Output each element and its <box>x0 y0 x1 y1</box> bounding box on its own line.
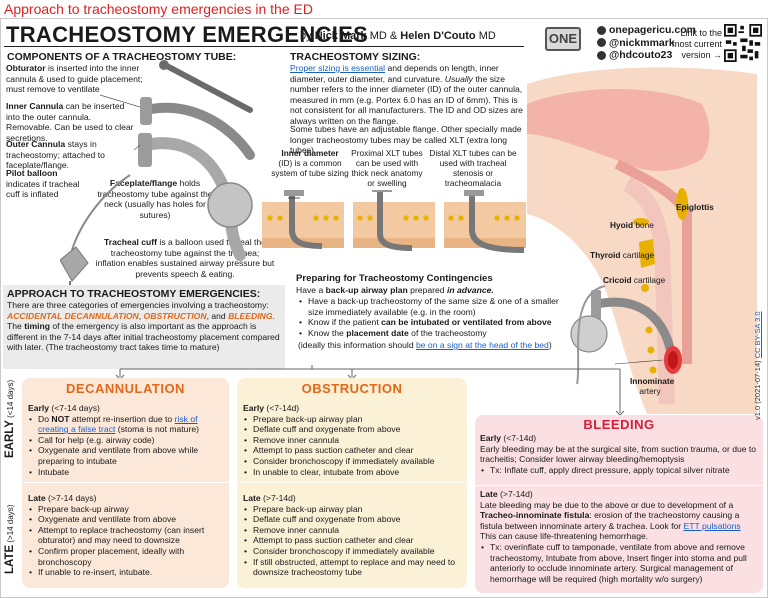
twitter-icon <box>597 38 606 48</box>
sizing-link[interactable]: Proper sizing is essential <box>290 63 386 73</box>
phase-divider <box>475 485 763 486</box>
epiglottis-label: Epiglottis <box>676 202 714 212</box>
social-links: onepagericu.com @nickmmark @hdcouto23 <box>597 24 696 62</box>
list-item: Oxygenate and ventilate from above <box>28 514 224 525</box>
list-item: Attempt to replace tracheostomy (can ins… <box>28 525 224 546</box>
decannulation-title: DECANNULATION <box>66 381 185 396</box>
list-item: Tx: overinflate cuff to tamponade, venti… <box>480 542 760 584</box>
phase-heading: Early (<7-14d) <box>243 403 300 413</box>
list-item: In unable to clear, intubate from above <box>243 467 463 478</box>
preparing-list: Have a back-up tracheostomy of the same … <box>298 296 566 338</box>
false-tract-link[interactable]: risk of creating a false tract <box>38 413 198 435</box>
obstruction-early: Early (<7-14d) Prepare back-up airway pl… <box>243 403 463 477</box>
list-item: Remove inner cannula <box>243 435 463 446</box>
title-divider <box>4 46 524 47</box>
components-heading: COMPONENTS OF A TRACHEOSTOMY TUBE: <box>7 51 237 63</box>
cricoid-label: Cricoid cartilage <box>603 275 666 285</box>
bleeding-early: Early (<7-14d) Early bleeding may be at … <box>480 433 760 475</box>
sizing-heading: TRACHEOSTOMY SIZING: <box>290 51 421 63</box>
list-item: Know the placement date of the tracheost… <box>298 328 566 339</box>
list-item: Prepare back-up airway <box>28 504 224 515</box>
list-item: Attempt to pass suction catheter and cle… <box>243 535 463 546</box>
obturator-desc: Obturator is inserted into the inner can… <box>6 63 143 95</box>
qr-code-icon[interactable] <box>724 24 762 62</box>
sign-link[interactable]: be on a sign at the head of the bed <box>415 340 549 350</box>
bleeding-title: BLEEDING <box>583 417 655 432</box>
page-heading: Approach to tracheostomy emergencies in … <box>4 1 313 17</box>
author-name: Helen D'Couto <box>400 30 476 42</box>
faceplate-desc: Faceplate/flange holds tracheostomy tube… <box>97 178 213 220</box>
early-phase-label: EARLY (<14 days) <box>4 379 16 458</box>
distal-xlt-panel <box>444 190 526 253</box>
preparing-intro: Have a back-up airway plan prepared in a… <box>296 285 494 295</box>
obstruction-late: Late (>7-14d) Prepare back-up airway pla… <box>243 493 463 578</box>
phase-heading: Late (>7-14d) <box>480 489 533 499</box>
phase-heading: Late (>7-14d) <box>243 493 296 503</box>
version-link-note: Link to the most current version → <box>672 28 723 60</box>
list-item: Confirm proper placement, ideally with b… <box>28 546 224 567</box>
list-item: Consider bronchoscopy if immediately ava… <box>243 546 463 557</box>
list-item: Do NOT attempt re-insertion due to risk … <box>28 414 224 435</box>
preparing-heading: Preparing for Tracheostomy Contingencies <box>296 273 493 284</box>
thyroid-label: Thyroid cartilage <box>590 250 655 260</box>
phase-heading: Early (<7-14d) <box>480 433 537 443</box>
obstruction-title: OBSTRUCTION <box>301 381 403 396</box>
list-item: Remove inner cannula <box>243 525 463 536</box>
list-item: If unable to re-insert, intubate. <box>28 567 224 578</box>
twitter-link[interactable]: @nickmmark <box>597 37 696 50</box>
license-link[interactable]: CC BY-SA 3.0 <box>753 311 762 359</box>
list-item: Tx: Inflate cuff, apply direct pressure,… <box>480 465 760 476</box>
onepage-logo: ONE <box>545 27 581 51</box>
phase-heading: Late (>7-14 days) <box>28 493 97 503</box>
list-item: Deflate cuff and oxygenate from above <box>243 514 463 525</box>
phase-heading: Early (<7-14 days) <box>28 403 100 413</box>
decannulation-early: Early (<7-14 days) Do NOT attempt re-ins… <box>28 403 224 477</box>
list-item: Oxygenate and ventilate from above while… <box>28 445 224 466</box>
list-item: Attempt to pass suction catheter and cle… <box>243 445 463 456</box>
phase-divider <box>22 482 229 483</box>
list-item: Intubate <box>28 467 224 478</box>
globe-icon <box>597 25 606 35</box>
sign-note: (ideally this information should be on a… <box>298 340 552 350</box>
proximal-xlt-panel <box>353 190 435 251</box>
inner-cannula-desc: Inner Cannula can be inserted into the o… <box>6 101 134 143</box>
bleeding-late: Late (>7-14d) Late bleeding may be due t… <box>480 489 760 584</box>
main-title: TRACHEOSTOMY EMERGENCIES <box>6 22 369 47</box>
airway-anatomy-illustration <box>527 67 757 414</box>
inner-diameter-label: Inner diameter(ID) is a common system of… <box>271 148 349 178</box>
list-item: Deflate cuff and oxygenate from above <box>243 424 463 435</box>
license-note: v1.0 (2021-07-14) CC BY-SA 3.0 <box>753 311 762 420</box>
twitter-link[interactable]: @hdcouto23 <box>597 49 696 62</box>
sizing-paragraph: Proper sizing is essential and depends o… <box>290 63 523 126</box>
author-name: Nick Mark <box>314 30 367 42</box>
pilot-balloon-desc: Pilot balloon indicates if tracheal cuff… <box>6 168 80 200</box>
ett-pulsations-link[interactable]: ETT pulsations <box>683 520 741 531</box>
approach-text: There are three categories of emergencie… <box>7 300 280 353</box>
list-item: Prepare back-up airway plan <box>243 504 463 515</box>
tube-sizing-panels <box>262 190 526 253</box>
list-item: Consider bronchoscopy if immediately ava… <box>243 456 463 467</box>
author-line: by Nick Mark MD & Helen D'Couto MD <box>300 30 496 42</box>
list-item: If still obstructed, attempt to replace … <box>243 557 463 578</box>
approach-heading: APPROACH TO TRACHEOSTOMY EMERGENCIES: <box>7 288 261 300</box>
inner-diameter-panel <box>262 190 344 249</box>
outer-cannula-desc: Outer Cannula stays in tracheostomy; att… <box>6 139 105 171</box>
phase-divider <box>237 482 467 483</box>
late-phase-label: LATE (>14 days) <box>4 504 16 574</box>
list-item: Prepare back-up airway plan <box>243 414 463 425</box>
list-item: Have a back-up tracheostomy of the same … <box>298 296 566 317</box>
xlt-paragraph: Some tubes have an adjustable flange. Ot… <box>290 124 522 156</box>
twitter-icon <box>597 50 606 60</box>
decannulation-late: Late (>7-14 days) Prepare back-up airway… <box>28 493 224 578</box>
distal-xlt-label: Distal XLT tubes can be used with trache… <box>429 148 517 188</box>
site-link[interactable]: onepagericu.com <box>597 24 696 37</box>
tracheostomy-tube-illustration <box>60 60 255 291</box>
list-item: Know if the patient can be intubated or … <box>298 317 566 328</box>
list-item: Call for help (e.g. airway code) <box>28 435 224 446</box>
tracheal-cuff-desc: Tracheal cuff is a balloon used to seal … <box>95 237 275 279</box>
proximal-xlt-label: Proximal XLT tubes can be used with thic… <box>351 148 423 188</box>
approach-box <box>3 285 285 369</box>
hyoid-label: Hyoid bone <box>610 220 654 230</box>
